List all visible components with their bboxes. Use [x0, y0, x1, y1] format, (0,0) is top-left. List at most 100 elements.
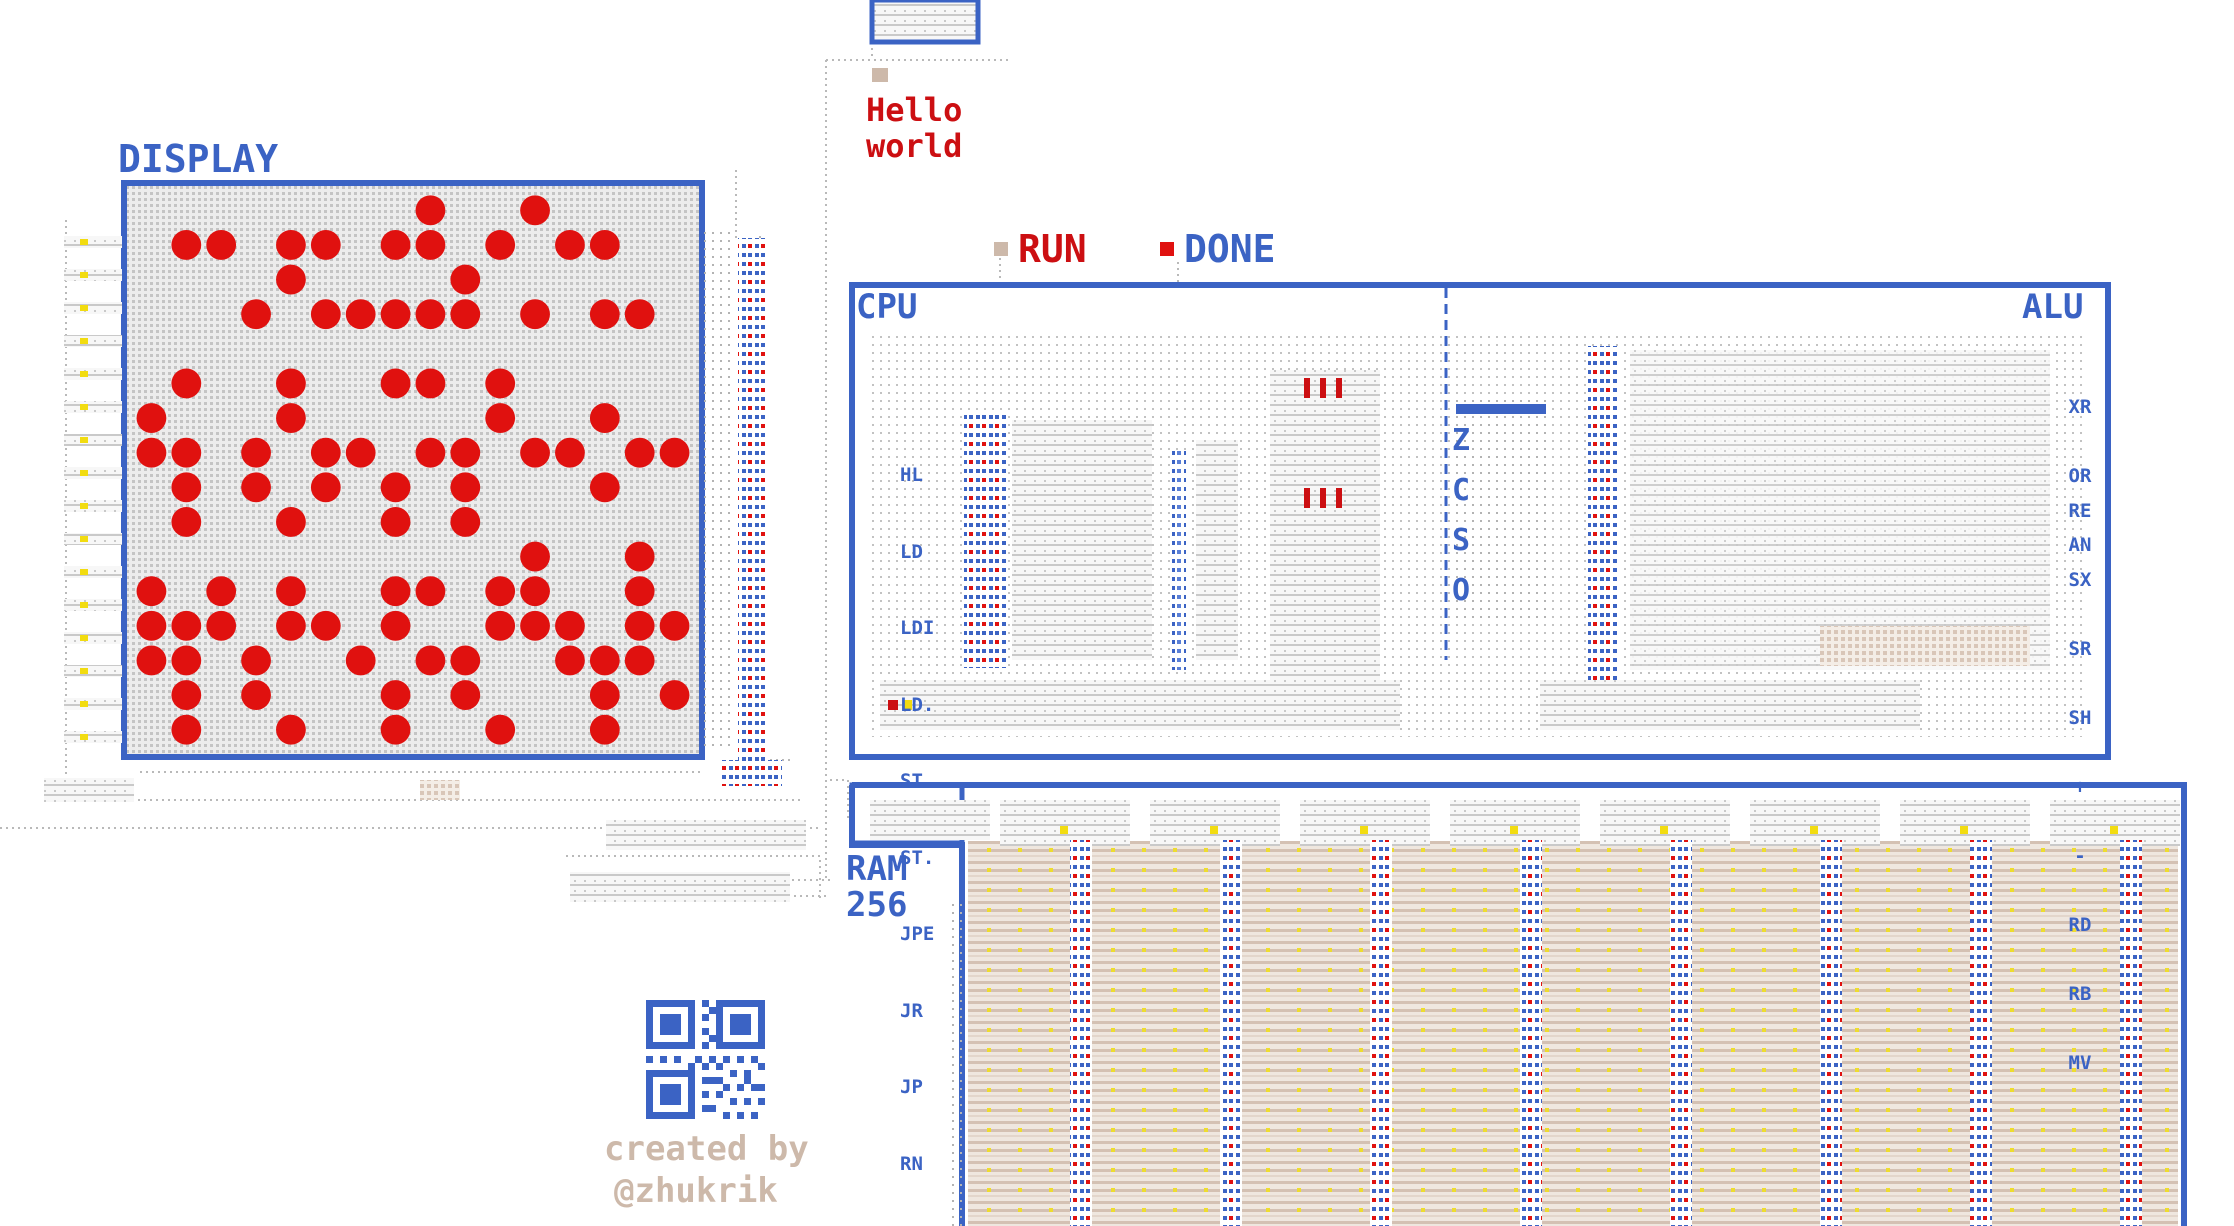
display-pixel-9-9 — [450, 507, 480, 537]
qr-module-22 — [737, 1084, 744, 1091]
ram-label: RAM — [846, 852, 907, 886]
display-pixel-1-10 — [485, 230, 515, 260]
display-pixel-1-7 — [381, 230, 411, 260]
display-pixel-8-5 — [311, 472, 341, 502]
done-label: DONE — [1184, 230, 1276, 268]
display-pixel-3-14 — [625, 299, 655, 329]
row-driver-bit-7 — [80, 470, 88, 476]
flag-o: O — [1452, 566, 1470, 616]
qr-module-6 — [695, 1056, 702, 1063]
qr-module-32 — [702, 1077, 709, 1084]
display-pixel-0-11 — [520, 195, 550, 225]
register-bit-4 — [1320, 488, 1326, 508]
program-input-box — [872, 0, 978, 42]
alu-op-rd: RD — [2060, 914, 2100, 937]
display-pixel-11-14 — [625, 576, 655, 606]
qr-module-16 — [716, 1063, 723, 1070]
display-pixel-7-5 — [311, 438, 341, 468]
display-decoder-right — [722, 760, 782, 786]
alu-op-add: + — [2060, 776, 2100, 799]
register-bit-1 — [1320, 378, 1326, 398]
row-driver-12 — [64, 632, 122, 644]
done-lamp — [1160, 242, 1174, 256]
display-pixel-5-8 — [416, 369, 446, 399]
display-pixel-1-13 — [590, 230, 620, 260]
qr-module-2 — [709, 1007, 716, 1014]
display-pixel-1-8 — [416, 230, 446, 260]
instruction-rn: RN — [900, 1152, 934, 1178]
instruction-jp: JP — [900, 1075, 934, 1101]
qr-module-5 — [702, 1042, 709, 1049]
display-data-latch — [570, 872, 790, 902]
display-pixel-3-3 — [241, 299, 271, 329]
display-pixel-12-7 — [381, 611, 411, 641]
display-address-latch — [606, 820, 806, 850]
ram-bank-bus-1 — [1220, 840, 1242, 1226]
row-driver-13 — [64, 665, 122, 677]
flags-bus — [1456, 404, 1546, 414]
cpu-clock-led — [888, 700, 898, 710]
display-pixel-1-2 — [206, 230, 236, 260]
register-bit-5 — [1336, 488, 1342, 508]
run-label: RUN — [1018, 230, 1087, 268]
display-pixel-5-10 — [485, 369, 515, 399]
run-lamp — [994, 242, 1008, 256]
qr-module-31 — [751, 1112, 758, 1119]
instruction-ldi: LDI — [900, 616, 934, 642]
qr-finder-inner — [660, 1084, 681, 1105]
display-pixel-1-4 — [276, 230, 306, 260]
alu-logic — [1630, 350, 2050, 670]
instruction-decoder-bus — [964, 414, 1006, 668]
display-pixel-15-4 — [276, 715, 306, 745]
ram-bank-select-2 — [1360, 826, 1368, 834]
message-line-1: Hello — [866, 94, 962, 126]
row-driver-bit-13 — [80, 668, 88, 674]
display-pixel-9-4 — [276, 507, 306, 537]
display-pixel-10-11 — [520, 542, 550, 572]
qr-module-9 — [737, 1056, 744, 1063]
ram-cells — [968, 841, 2178, 1226]
cpu-control-bus — [880, 680, 1400, 730]
credit-line-2: @zhukrik — [614, 1174, 778, 1208]
display-pixel-7-3 — [241, 438, 271, 468]
ram-bank-select-0 — [1060, 826, 1068, 834]
alu-op-rb: RB — [2060, 983, 2100, 1006]
display-pixel-15-7 — [381, 715, 411, 745]
display-pixel-12-14 — [625, 611, 655, 641]
display-pixel-11-2 — [206, 576, 236, 606]
ram-bank-bus-4 — [1670, 840, 1692, 1226]
row-driver-10 — [64, 566, 122, 578]
qr-module-13 — [674, 1056, 681, 1063]
alu-op-sr: SR — [2060, 638, 2100, 661]
qr-module-4 — [709, 1035, 716, 1042]
display-pixel-11-10 — [485, 576, 515, 606]
ram-bank-bus-2 — [1370, 840, 1392, 1226]
ram-bank-decoder-5 — [1750, 800, 1880, 846]
display-pixel-3-8 — [416, 299, 446, 329]
row-driver-5 — [64, 401, 122, 413]
display-pixel-5-1 — [171, 369, 201, 399]
display-power-tap — [420, 780, 460, 800]
alu-output-buffer — [1820, 626, 2030, 666]
display-pixel-12-5 — [311, 611, 341, 641]
message-lamp — [872, 68, 888, 82]
display-pixel-9-7 — [381, 507, 411, 537]
qr-module-25 — [730, 1098, 737, 1105]
ram-bank-select-5 — [1810, 826, 1818, 834]
display-pixel-15-13 — [590, 715, 620, 745]
alu-op-re: RE — [2060, 500, 2100, 523]
row-driver-bit-0 — [80, 239, 88, 245]
display-pixel-13-0 — [137, 646, 167, 676]
display-pixel-7-6 — [346, 438, 376, 468]
display-pixel-7-8 — [416, 438, 446, 468]
qr-module-35 — [716, 1077, 723, 1084]
display-pixel-11-7 — [381, 576, 411, 606]
row-driver-bit-9 — [80, 536, 88, 542]
display-pixel-3-13 — [590, 299, 620, 329]
qr-module-36 — [744, 1077, 751, 1084]
qr-module-34 — [702, 1105, 709, 1112]
instruction-decoder-logic — [1012, 420, 1152, 660]
display-pixel-13-1 — [171, 646, 201, 676]
alu-label: ALU — [2022, 290, 2083, 324]
ram-bank-bus-6 — [1970, 840, 1992, 1226]
